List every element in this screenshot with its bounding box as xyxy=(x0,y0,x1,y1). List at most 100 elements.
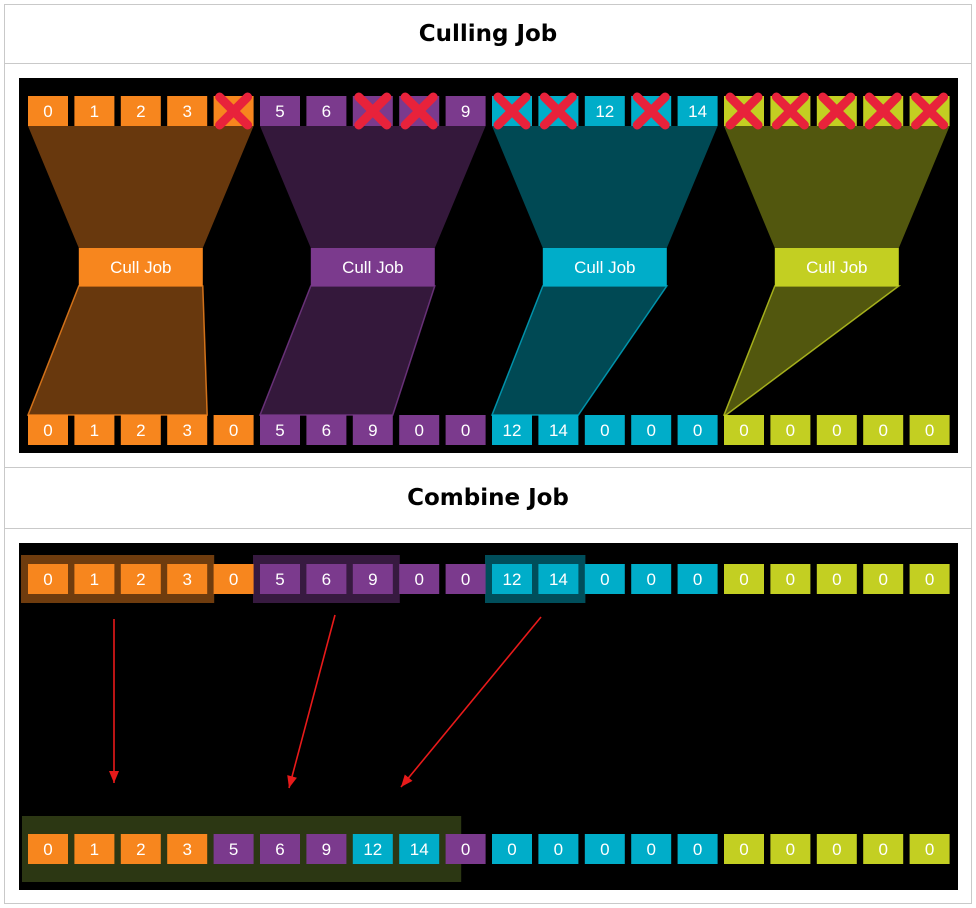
cell-box xyxy=(584,564,625,594)
cell-label: 0 xyxy=(554,840,563,859)
cell-label: 1 xyxy=(90,102,99,121)
combine-job-heading: Combine Job xyxy=(407,485,569,511)
cell-label: 9 xyxy=(461,102,470,121)
cell-label: 14 xyxy=(549,421,568,440)
cell-label: 0 xyxy=(43,840,52,859)
cross-icon xyxy=(493,92,531,130)
cell-label: 2 xyxy=(136,421,145,440)
cell-box xyxy=(445,96,486,126)
cell-box xyxy=(306,564,347,594)
cell-label: 0 xyxy=(739,840,748,859)
cell-box xyxy=(352,834,393,864)
cell-box xyxy=(74,96,115,126)
cell-box xyxy=(909,415,950,445)
cull-job-box: Cull Job xyxy=(774,248,899,286)
array-cell: 0 xyxy=(724,834,764,864)
funnels xyxy=(26,126,950,416)
array-cell: 1 xyxy=(74,834,115,864)
cell-label: 3 xyxy=(182,102,191,121)
divider xyxy=(4,63,972,64)
array-cell: 1 xyxy=(74,564,115,594)
input-funnel xyxy=(724,126,950,248)
array-cell: 6 xyxy=(260,834,300,864)
array-cell: 0 xyxy=(816,834,857,864)
cell-box xyxy=(816,834,857,864)
cell-box xyxy=(28,415,68,445)
cell-box xyxy=(863,415,904,445)
output-funnel xyxy=(26,285,208,416)
culled-cell xyxy=(213,92,254,130)
divider xyxy=(4,528,972,529)
culled-cell xyxy=(770,92,811,130)
cell-label: 0 xyxy=(832,570,841,589)
cell-box xyxy=(677,834,718,864)
array-cell: 0 xyxy=(28,834,68,864)
cell-label: 5 xyxy=(275,570,284,589)
cell-label: 2 xyxy=(136,570,145,589)
cell-label: 0 xyxy=(600,840,609,859)
cell-label: 0 xyxy=(786,421,795,440)
array-cell: 5 xyxy=(260,96,300,126)
cell-box xyxy=(863,834,904,864)
cell-box xyxy=(770,564,811,594)
cell-box xyxy=(213,834,254,864)
array-cell: 0 xyxy=(863,415,904,445)
cell-label: 0 xyxy=(925,840,934,859)
array-cell: 9 xyxy=(306,834,347,864)
array-cell: 1 xyxy=(74,415,115,445)
cell-label: 3 xyxy=(182,570,191,589)
array-cell: 14 xyxy=(677,96,718,126)
arrow-icon xyxy=(109,619,119,783)
arrow-head xyxy=(287,775,297,788)
cull-job-rect xyxy=(78,248,203,286)
cell-label: 12 xyxy=(503,570,522,589)
array-cell: 0 xyxy=(770,415,811,445)
table-frame xyxy=(4,4,972,904)
array-cell: 9 xyxy=(352,415,393,445)
culled-cell xyxy=(352,92,393,130)
cell-box xyxy=(909,834,950,864)
cross-icon xyxy=(354,92,392,130)
cell-box xyxy=(492,415,532,445)
cell-box xyxy=(677,96,718,126)
cell-box xyxy=(584,96,625,126)
cell-box xyxy=(352,415,393,445)
array-cell: 0 xyxy=(399,564,440,594)
array-cell: 9 xyxy=(352,564,393,594)
cull-job-rect xyxy=(542,248,667,286)
array-cell: 0 xyxy=(909,415,950,445)
cell-label: 0 xyxy=(646,840,655,859)
cell-label: 0 xyxy=(414,421,423,440)
cell-label: 0 xyxy=(600,421,609,440)
array-cell: 12 xyxy=(492,564,532,594)
arrow-head xyxy=(401,774,413,787)
cell-label: 0 xyxy=(925,570,934,589)
cull-job-label: Cull Job xyxy=(806,258,867,277)
array-cell: 0 xyxy=(631,415,672,445)
cross-icon xyxy=(771,92,809,130)
array-cell: 0 xyxy=(492,834,532,864)
cross-icon xyxy=(818,92,856,130)
cell-label: 1 xyxy=(90,840,99,859)
cell-label: 0 xyxy=(43,570,52,589)
culled-cell xyxy=(909,92,950,130)
cell-label: 6 xyxy=(275,840,284,859)
cell-label: 2 xyxy=(136,840,145,859)
cell-box xyxy=(816,415,857,445)
cell-box xyxy=(120,96,161,126)
cell-label: 12 xyxy=(595,102,614,121)
output-funnel xyxy=(258,285,436,416)
cull-job-label: Cull Job xyxy=(342,258,403,277)
array-cell: 0 xyxy=(631,834,672,864)
array-cell: 0 xyxy=(677,564,718,594)
cell-box xyxy=(213,564,254,594)
cell-box xyxy=(120,415,161,445)
cell-label: 0 xyxy=(507,840,516,859)
cross-icon xyxy=(215,92,253,130)
cell-box xyxy=(306,415,347,445)
cell-label: 1 xyxy=(90,570,99,589)
cell-label: 6 xyxy=(322,102,331,121)
array-cell: 0 xyxy=(445,564,486,594)
